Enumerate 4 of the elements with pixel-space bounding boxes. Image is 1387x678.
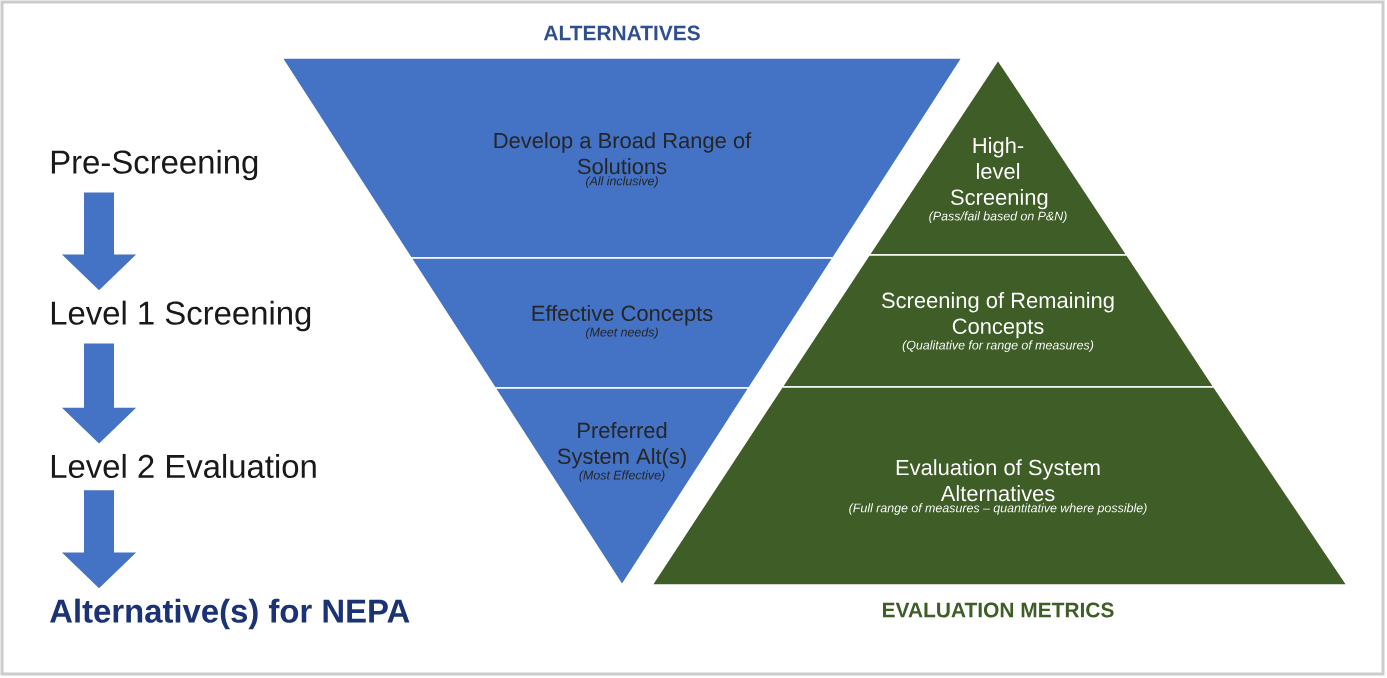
- step-label: Alternative(s) for NEPA: [50, 598, 410, 630]
- step-label: Level 1 Screening: [51, 300, 311, 332]
- step-label: Level 2 Evaluation: [51, 453, 316, 479]
- step-label: Pre-Screening: [51, 149, 258, 181]
